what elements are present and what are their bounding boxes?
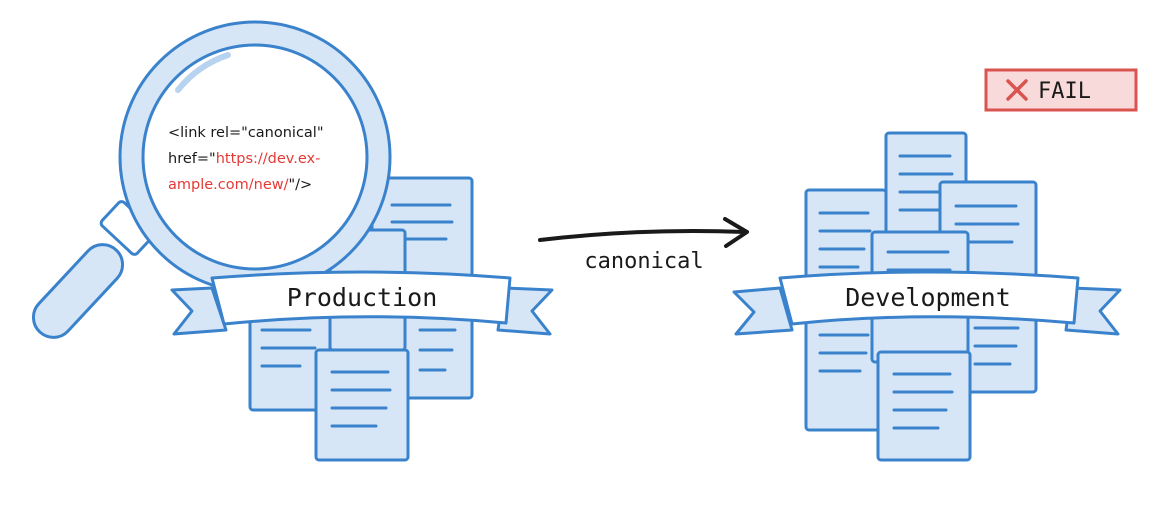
code-tag-close: "/>	[288, 177, 312, 193]
x-icon	[1006, 79, 1028, 101]
fail-label: FAIL	[1038, 79, 1091, 104]
arrow-label: canonical	[584, 249, 703, 274]
development-banner: Development	[732, 270, 1122, 336]
code-line-1: <link rel="canonical"	[168, 125, 324, 141]
canonical-arrow: canonical	[538, 217, 749, 274]
fail-badge: FAIL	[984, 68, 1138, 112]
code-url-part2: ample.com/new/	[168, 177, 289, 193]
production-banner: Production	[170, 270, 554, 336]
code-snippet: <link rel="canonical" href="https://dev.…	[168, 125, 324, 193]
magnifying-glass-icon	[31, 20, 392, 339]
dev-page-front	[876, 350, 972, 462]
production-cluster: <link rel="canonical" href="https://dev.…	[31, 20, 554, 462]
code-url-part1: https://dev.ex-	[216, 151, 321, 167]
production-page-front	[314, 348, 410, 462]
code-line-2: href="https://dev.ex-	[168, 151, 320, 167]
code-href-prefix: href="	[168, 151, 216, 167]
production-label: Production	[287, 283, 438, 312]
code-line-3: ample.com/new/"/>	[168, 177, 312, 193]
development-cluster: Development	[732, 131, 1122, 462]
development-label: Development	[845, 283, 1011, 312]
